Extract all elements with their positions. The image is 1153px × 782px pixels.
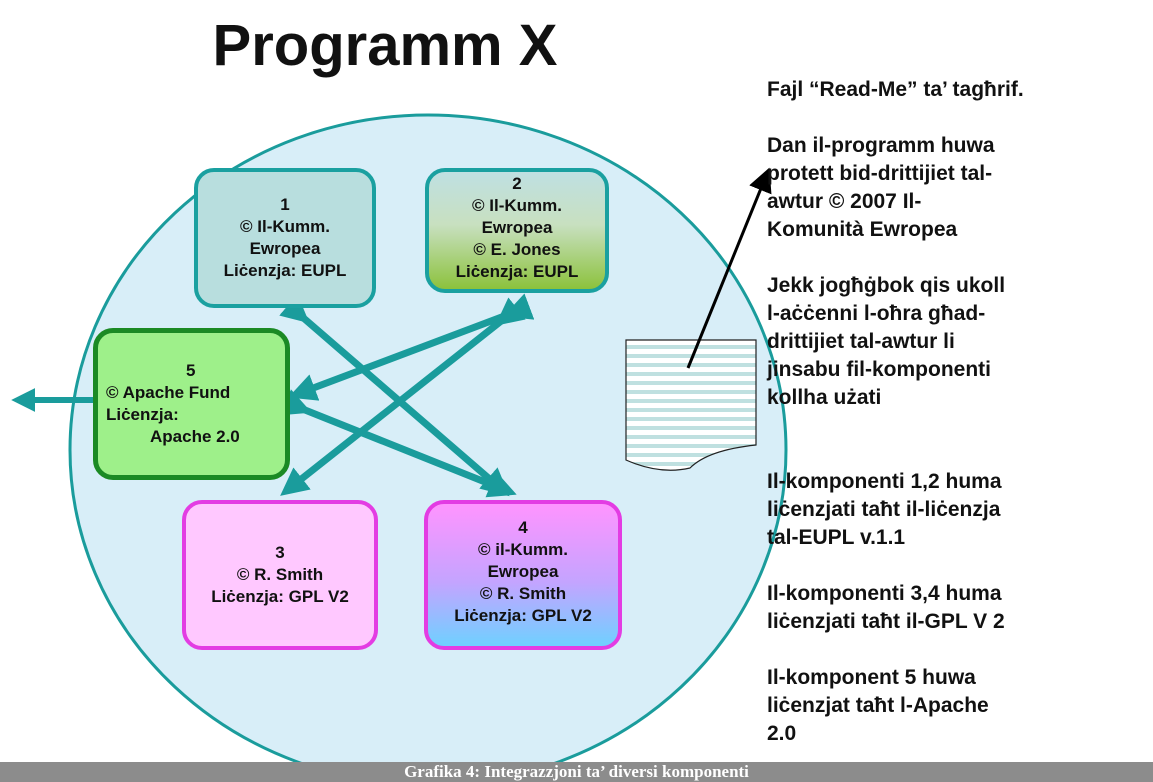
readme-license-3-4: Il-komponenti 3,4 huma liċenzjati taħt i… bbox=[767, 582, 1005, 633]
component-line: Ewropea bbox=[249, 239, 321, 258]
component-line: © Il-Kumm. bbox=[472, 195, 562, 215]
figure-caption: Grafika 4: Integrazzjoni ta’ diversi kom… bbox=[0, 762, 1153, 782]
component-3-box: 3 © R. Smith Liċenzja: GPL V2 bbox=[182, 500, 378, 650]
component-number: 4 bbox=[518, 518, 528, 537]
arrow-5-4 bbox=[280, 389, 517, 498]
readme-pointer-arrow bbox=[686, 167, 772, 369]
readme-copyright-text: Dan il-programm huwa protett bid-drittij… bbox=[767, 134, 995, 241]
component-5-box: 5 © Apache Fund Liċenzja: Apache 2.0 bbox=[93, 328, 290, 480]
component-number: 1 bbox=[280, 195, 290, 214]
component-line: © il-Kumm. bbox=[478, 540, 568, 559]
component-line: © Il-Kumm. bbox=[240, 217, 330, 236]
readme-notice-text: Jekk jogħġbok qis ukoll l-aċċenni l-oħra… bbox=[767, 274, 1006, 409]
readme-license-1-2: Il-komponenti 1,2 huma liċenzjati taħt i… bbox=[767, 470, 1002, 549]
component-line: Liċenzja: bbox=[106, 405, 179, 424]
component-license: Liċenzja: EUPL bbox=[455, 261, 579, 281]
component-2-box: 2 © Il-Kumm. Ewropea © E. Jones Liċenzja… bbox=[425, 168, 609, 293]
component-number: 5 bbox=[186, 361, 196, 380]
diagram-title: Programm X bbox=[212, 13, 558, 78]
component-license: Liċenzja: GPL V2 bbox=[211, 587, 349, 606]
component-line: © R. Smith bbox=[236, 565, 324, 584]
component-1-box: 1 © Il-Kumm. Ewropea Liċenzja: EUPL bbox=[194, 168, 376, 308]
component-line: Ewropea bbox=[487, 562, 559, 581]
component-4-box: 4 © il-Kumm. Ewropea © R. Smith Liċenzja… bbox=[424, 500, 622, 650]
component-number: 2 bbox=[512, 173, 522, 193]
readme-heading: Fajl “Read-Me” ta’ tagħrif. bbox=[767, 78, 1024, 101]
readme-document-icon bbox=[625, 339, 757, 471]
readme-license-5: Il-komponent 5 huwa liċenzjat taħt l-Apa… bbox=[767, 666, 989, 745]
component-line: Ewropea bbox=[481, 217, 553, 237]
component-line: © R. Smith bbox=[479, 584, 567, 603]
component-line: © E. Jones bbox=[473, 239, 561, 259]
component-license: Liċenzja: EUPL bbox=[223, 261, 347, 280]
component-license: Liċenzja: GPL V2 bbox=[454, 606, 592, 625]
component-license: Apache 2.0 bbox=[150, 427, 240, 446]
component-line: © Apache Fund bbox=[106, 383, 231, 402]
component-number: 3 bbox=[275, 543, 285, 562]
